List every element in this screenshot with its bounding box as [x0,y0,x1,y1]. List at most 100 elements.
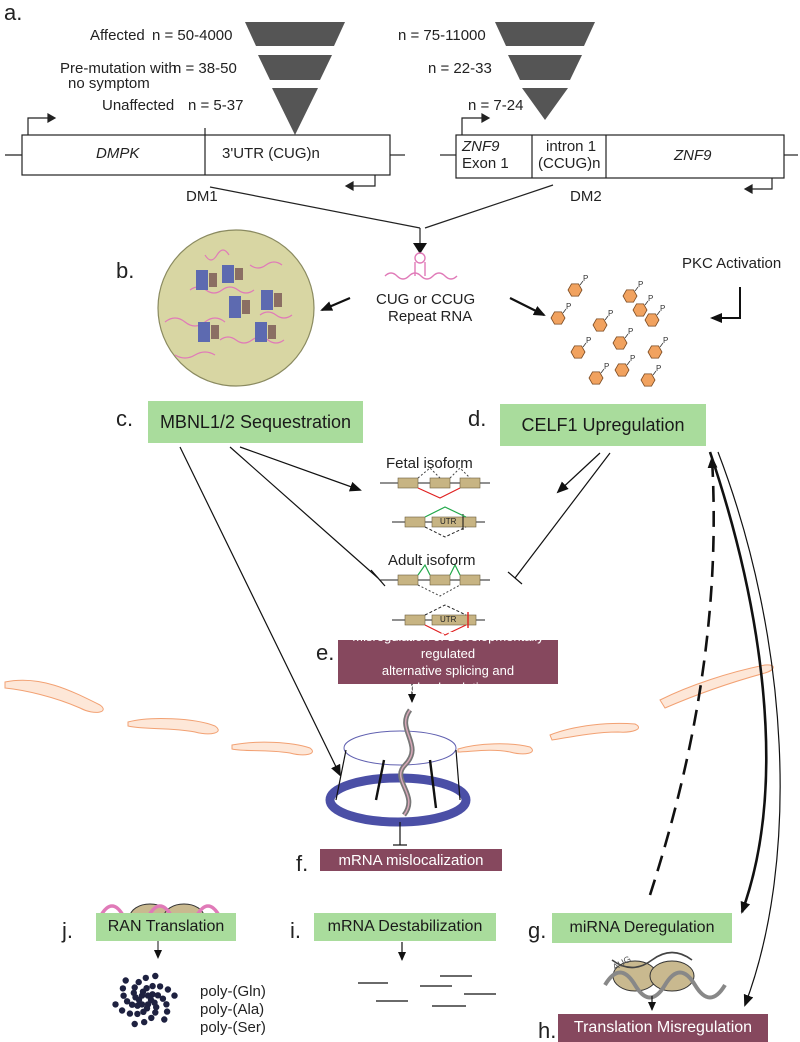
polypeptide-bead [153,1003,160,1011]
pkc-arrow [710,287,741,323]
panel-label-e: e. [316,640,335,665]
phosphate-link [644,300,649,306]
phosphate-link [600,368,605,374]
phosphate-link [652,370,657,376]
dm1-repeat-triangle [245,22,345,135]
mbnl-arrows [179,446,386,777]
polypeptide-bead [134,1010,141,1018]
poly-ala-label: poly-(Ala) [200,1001,265,1018]
phospho-celf1-hexagon [647,345,663,359]
dm1-premutation-label-2: no symptom [68,75,150,92]
panel-label-b: b. [116,258,135,283]
pkc-activation-label: PKC Activation [682,255,782,272]
phosphate-icon: P [630,354,635,363]
polypeptide-bead [149,991,156,998]
polypeptide-bead [163,1001,170,1008]
fetal-isoform-label: Fetal isoform [386,455,473,472]
adult-isoform-label: Adult isoform [388,552,476,569]
phospho-celf1-hexagon [614,363,630,377]
phospho-celf1-hexagon [612,336,628,350]
celf1-to-mirna-arrow [708,451,768,914]
dm1-gene-name: DMPK [96,145,140,162]
panel-label-i: i. [290,918,301,943]
panel-label-j: j. [62,918,73,943]
nuclear-pore-complex [325,708,471,827]
phosphate-icon: P [604,362,609,371]
phosphate-icon: P [628,327,633,336]
polypeptide-bead [119,985,127,992]
panel-label-g: g. [528,918,547,943]
misregulation-line1: Misregulation of Developmentally regulat… [352,629,544,661]
polypeptide-bead [149,982,156,990]
polypeptide-bead [141,1018,148,1026]
phosphate-icon: P [566,302,571,311]
adult-utr-tag: UTR [440,615,457,624]
polypeptide-bead [163,1008,171,1015]
rna-to-celf1-arrow [509,297,546,316]
celf1-arrows [507,452,611,585]
polypeptide-bead [148,1014,155,1022]
polypeptide-bead [135,978,142,986]
mrna-mislocalization-box: mRNA mislocalization [320,849,502,871]
dm2-repeat-label: (CCUG)n [538,155,601,172]
fetal-utr-diagram [392,506,485,538]
polypeptide-bead [120,992,127,999]
rna-to-foci-arrow [320,296,351,312]
phosphate-icon: P [663,336,668,345]
phosphate-icon: P [638,280,643,289]
celf1-upregulation-box: CELF1 Upregulation [500,404,706,446]
repeat-rna-line1: CUG or CCUG [376,291,476,308]
dm2-exon-label: Exon 1 [462,155,509,172]
phospho-celf1-hexagon [570,345,586,359]
panel-label-a: a. [4,0,23,25]
phosphate-icon: P [648,294,653,303]
dm1-premutation-label-1: Pre-mutation with [60,60,177,77]
dm2-affected-n: n = 75-11000 [398,27,486,44]
phosphate-link [582,342,587,348]
adult-isoform-diagram [380,563,490,597]
polypeptide-bead [142,974,149,982]
phosphate-icon: P [586,336,591,345]
ran-translation-box: RAN Translation [96,913,236,941]
dm1-unaffected-n: n = 5-37 [188,97,244,114]
phospho-celf1-hexagon [644,313,660,327]
dm2-label: DM2 [570,188,602,205]
fetal-utr-tag: UTR [440,517,457,526]
dm2-exon-gene: ZNF9 [462,138,500,155]
phospho-celf1-hexagon [588,371,604,385]
panel-label-h: h. [538,1018,557,1042]
polypeptide-bead [161,1016,168,1023]
mrna-fragments [358,975,496,1007]
phosphate-link [624,333,629,339]
repeat-rna-hairpin [384,252,458,280]
panel-label-c: c. [116,406,134,431]
mbnl-sequestration-box: MBNL1/2 Sequestration [148,401,363,443]
polypeptide-aggregate [112,972,178,1028]
polypeptide-bead [164,986,172,993]
mirna-deregulation-box: miRNA Deregulation [552,913,732,943]
poly-ser-label: poly-(Ser) [200,1019,266,1036]
phosphate-link [626,360,631,366]
dm2-gene-name: ZNF9 [674,147,712,164]
phosphate-icon: P [660,304,665,313]
nucleus-foci [157,229,315,387]
mrna-destabilization-box: mRNA Destabilization [314,913,496,941]
dm1-label: DM1 [186,188,218,205]
dm2-gene-diagram [440,112,798,195]
polypeptide-bead [152,1009,159,1016]
phosphate-icon: P [608,309,613,318]
polypeptide-bead [156,983,164,990]
translation-misregulation-box: Translation Misregulation [558,1014,768,1042]
phospho-celf1-hexagon [622,289,638,303]
polypeptide-bead [140,1008,147,1015]
convergence-arrowhead [413,243,427,254]
misregulation-line2: alternative splicing and polyadenylation [381,663,515,695]
dm2-unaffected-n: n = 7-24 [468,97,524,114]
panel-label-d: d. [468,406,487,431]
dm2-repeat-triangle [495,22,595,120]
polypeptide-bead [152,972,159,980]
phosphate-link [579,280,584,286]
polypeptide-bead [128,1001,136,1008]
